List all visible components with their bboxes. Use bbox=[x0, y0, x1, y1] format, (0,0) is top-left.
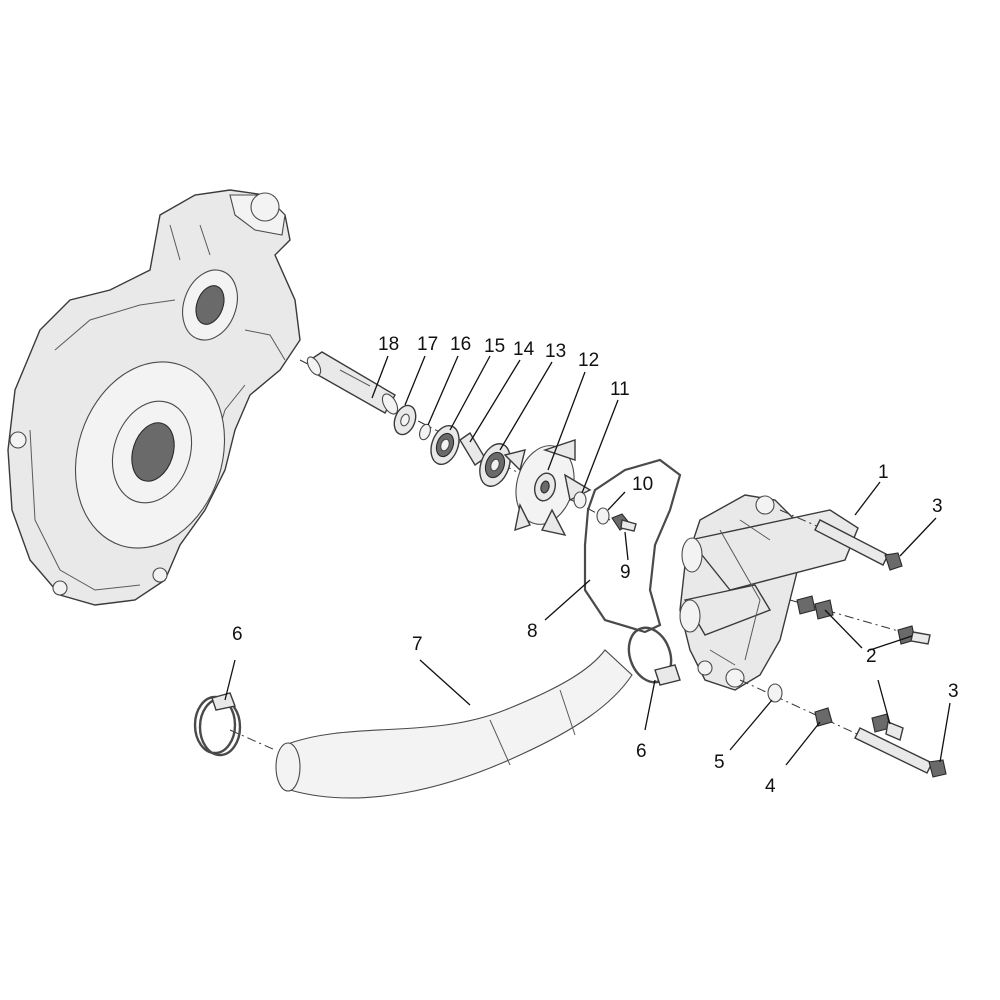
callout-18: 18 bbox=[378, 334, 399, 355]
bolt-9 bbox=[611, 513, 637, 532]
leader-lines bbox=[224, 355, 951, 766]
bearing-15 bbox=[430, 424, 460, 466]
callout-11: 11 bbox=[610, 379, 630, 400]
nut-4 bbox=[814, 707, 833, 727]
washer-10 bbox=[596, 507, 610, 525]
callout-labels: 18 17 16 15 14 13 12 11 10 9 8 1 3 2 3 5… bbox=[232, 334, 959, 797]
callout-3-upper: 3 bbox=[932, 496, 943, 517]
callout-17: 17 bbox=[417, 334, 438, 355]
callout-6-left: 6 bbox=[232, 624, 243, 645]
pump-shaft bbox=[306, 351, 399, 415]
washer-5 bbox=[767, 683, 783, 703]
callout-4: 4 bbox=[765, 776, 776, 797]
clamp-6-left bbox=[193, 692, 242, 757]
callout-16: 16 bbox=[450, 334, 471, 355]
clamp-6-right bbox=[627, 626, 681, 686]
callout-3-lower: 3 bbox=[948, 681, 959, 702]
washer-17 bbox=[393, 404, 417, 436]
callout-15: 15 bbox=[484, 336, 505, 357]
callout-2: 2 bbox=[866, 646, 877, 667]
callout-9: 9 bbox=[620, 562, 631, 583]
gasket-8 bbox=[583, 458, 682, 634]
engine-side-cover bbox=[7, 189, 301, 606]
callout-6-right: 6 bbox=[636, 741, 647, 762]
washer-11 bbox=[573, 491, 587, 509]
long-bolt-3-lower bbox=[854, 727, 947, 778]
callout-13: 13 bbox=[545, 341, 566, 362]
bolt-2-b bbox=[897, 625, 931, 645]
circlip-16 bbox=[419, 423, 431, 441]
callout-1: 1 bbox=[878, 462, 889, 483]
callout-12: 12 bbox=[578, 350, 599, 371]
callout-14: 14 bbox=[513, 339, 535, 360]
callout-5: 5 bbox=[714, 752, 725, 773]
callout-8: 8 bbox=[527, 621, 538, 642]
coolant-hose-7 bbox=[275, 649, 633, 799]
impeller-12 bbox=[503, 439, 592, 537]
callout-10: 10 bbox=[632, 474, 653, 495]
long-bolt-3-upper bbox=[814, 519, 903, 571]
pump-cover bbox=[679, 494, 859, 691]
callout-7: 7 bbox=[412, 634, 423, 655]
hose-axis-line bbox=[229, 729, 276, 751]
bolt-2-a bbox=[796, 595, 834, 620]
bolt-2-c bbox=[871, 713, 904, 741]
bearing-13 bbox=[479, 443, 511, 487]
